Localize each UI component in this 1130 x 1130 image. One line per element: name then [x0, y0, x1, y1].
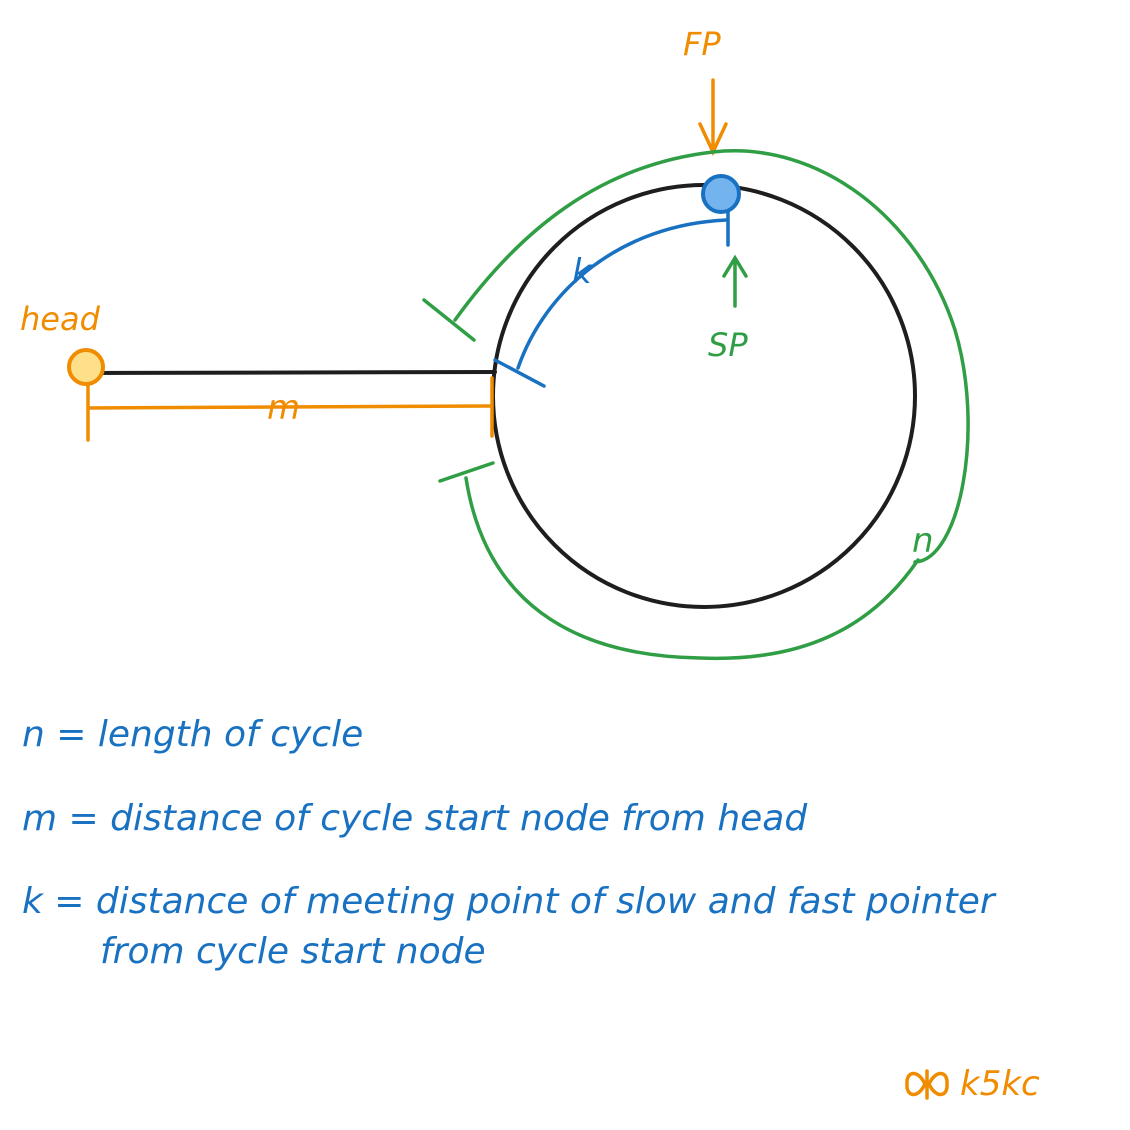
slow-pointer-arrow	[722, 254, 748, 308]
butterfly-logo-icon	[905, 1069, 949, 1100]
signature: k5kc	[904, 1064, 1040, 1104]
legend-k: k = distance of meeting point of slow an…	[22, 881, 995, 922]
cycle-circle	[491, 183, 917, 609]
cycle-length-bracket	[422, 149, 970, 661]
meeting-point-node	[701, 174, 741, 214]
slow-pointer-label: SP	[708, 326, 748, 364]
tail-length-bracket	[86, 376, 494, 442]
tail-line	[90, 370, 497, 375]
tail-length-label: m	[267, 388, 300, 428]
meeting-distance-bracket	[493, 203, 730, 388]
legend-k-continued: from cycle start node	[100, 931, 486, 972]
meeting-distance-label: k	[572, 252, 593, 292]
cycle-length-label: n	[912, 521, 934, 561]
fast-pointer-arrow	[698, 78, 728, 157]
fast-pointer-label: FP	[683, 25, 721, 63]
signature-text: k5kc	[960, 1064, 1040, 1104]
head-node	[67, 348, 105, 386]
head-label: head	[20, 300, 101, 338]
legend-n: n = length of cycle	[22, 714, 364, 755]
legend-m: m = distance of cycle start node from he…	[22, 798, 808, 839]
